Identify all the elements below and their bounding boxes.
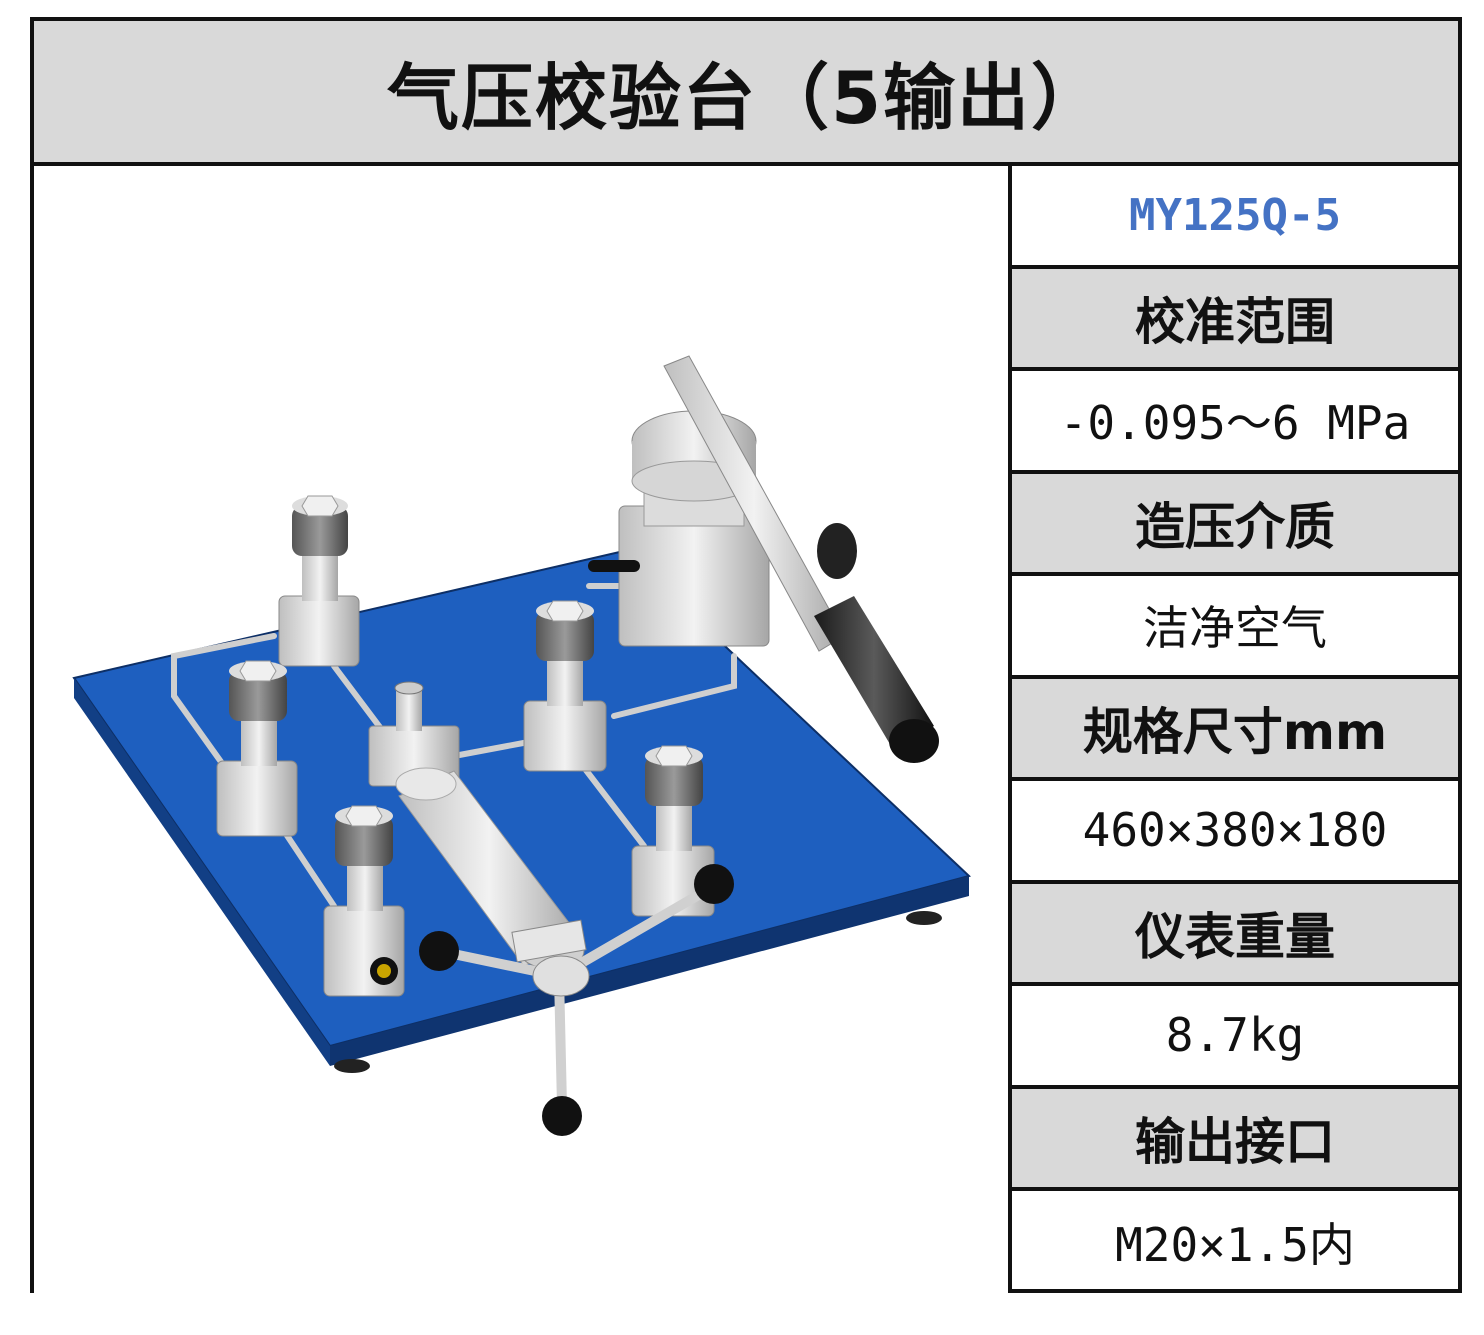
output-port-5	[323, 805, 405, 997]
spec-value-row: -0.095～6 MPa	[1012, 371, 1458, 474]
spec-value-row: 460×380×180	[1012, 781, 1458, 884]
spec-label-row: 仪表重量	[1012, 883, 1458, 986]
model-row: MY125Q-5	[1012, 166, 1458, 269]
crank-handle	[419, 864, 734, 1136]
model-number: MY125Q-5	[1129, 189, 1341, 241]
page-title: 气压校验台（5输出）	[386, 56, 1106, 140]
spec-table: MY125Q-5 校准范围 -0.095～6 MPa 造压介质 洁净空气 规格尺…	[1012, 166, 1458, 1293]
spec-label-dimensions: 规格尺寸mm	[1082, 702, 1388, 761]
spec-value-dimensions: 460×380×180	[1082, 803, 1388, 858]
base-plate-edge	[74, 678, 330, 1066]
base-plate-edge-front	[330, 876, 969, 1066]
spec-label-row: 造压介质	[1012, 473, 1458, 576]
hand-pump	[588, 355, 939, 763]
spec-value-row: M20×1.5内	[1012, 1191, 1458, 1294]
output-port-3	[523, 600, 607, 772]
output-port-1	[278, 495, 360, 667]
spec-value-row: 8.7kg	[1012, 986, 1458, 1089]
spec-value-output: M20×1.5内	[1115, 1218, 1355, 1273]
product-image	[34, 166, 1012, 1293]
spec-label-row: 校准范围	[1012, 268, 1458, 371]
spec-label-range: 校准范围	[1135, 292, 1335, 351]
spec-value-weight: 8.7kg	[1165, 1008, 1305, 1063]
title-bar: 气压校验台（5输出）	[34, 21, 1458, 166]
spec-value-row: 洁净空气	[1012, 576, 1458, 679]
spec-label-row: 输出接口	[1012, 1088, 1458, 1191]
spec-label-medium: 造压介质	[1135, 497, 1335, 556]
spec-value-medium: 洁净空气	[1143, 601, 1327, 656]
spec-label-row: 规格尺寸mm	[1012, 678, 1458, 781]
spec-label-weight: 仪表重量	[1135, 907, 1335, 966]
output-port-2	[216, 660, 298, 837]
spec-value-range: -0.095～6 MPa	[1059, 396, 1411, 451]
pressure-calibrator-illustration	[72, 355, 971, 1136]
spec-sheet: 气压校验台（5输出）	[30, 17, 1462, 1293]
spec-label-output: 输出接口	[1135, 1112, 1335, 1171]
